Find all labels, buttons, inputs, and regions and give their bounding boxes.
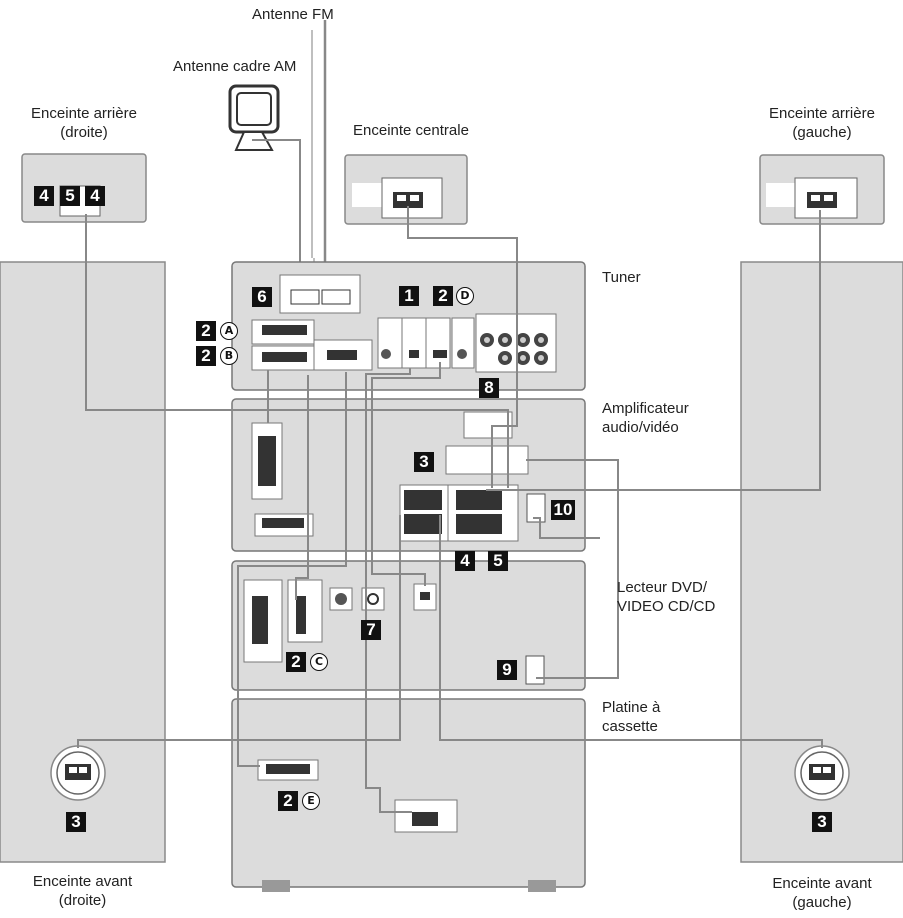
circle-a: A (220, 322, 238, 340)
label-rear-left-line2: (gauche) (792, 124, 852, 141)
circle-b: B (220, 347, 238, 365)
badge-tuner-6: 6 (252, 287, 272, 307)
badge-rear-right-4a: 4 (34, 186, 54, 206)
badge-amp-5: 5 (488, 551, 508, 571)
front-left-terminal (794, 745, 850, 801)
label-center: Enceinte centrale (353, 122, 469, 139)
circle-d: D (456, 287, 474, 305)
badge-amp-10: 10 (551, 500, 575, 520)
badge-front-left-3: 3 (812, 812, 832, 832)
circle-c: C (310, 653, 328, 671)
front-right-terminal (50, 745, 106, 801)
badge-rear-right-4b: 4 (85, 186, 105, 206)
label-amplifier: Amplificateur audio/vidéo (602, 399, 689, 437)
label-cassette-line1: Platine à (602, 699, 661, 716)
cables (77, 206, 823, 813)
cassette-unit (231, 698, 586, 888)
label-tuner: Tuner (602, 269, 641, 286)
badge-dvd-9: 9 (497, 660, 517, 680)
circle-e: E (302, 792, 320, 810)
badge-amp-4: 4 (455, 551, 475, 571)
label-front-left: Enceinte avant (gauche) (741, 874, 903, 912)
label-dvd-line1: Lecteur DVD/ (617, 579, 708, 596)
badge-amp-3: 3 (414, 452, 434, 472)
label-cassette: Platine à cassette (602, 698, 660, 736)
badge-tuner-2b: 2 (196, 346, 216, 366)
label-dvd-line2: VIDEO CD/CD (617, 598, 716, 615)
badge-amp-8: 8 (479, 378, 499, 398)
label-front-left-line2: (gauche) (792, 894, 852, 911)
label-amplifier-line1: Amplificateur (602, 400, 689, 417)
label-front-right-line1: Enceinte avant (32, 873, 133, 890)
badge-tuner-1: 1 (399, 286, 419, 306)
label-rear-right-line2: (droite) (60, 124, 108, 141)
label-antenna-am: Antenne cadre AM (173, 58, 297, 75)
label-antenna-fm: Antenne FM (252, 6, 334, 23)
label-amplifier-line2: audio/vidéo (602, 419, 679, 436)
label-cassette-line2: cassette (602, 718, 658, 735)
label-front-right: Enceinte avant (droite) (0, 872, 165, 910)
badge-tuner-2a: 2 (196, 321, 216, 341)
badge-tuner-2d: 2 (433, 286, 453, 306)
label-rear-right-line1: Enceinte arrière (31, 105, 137, 122)
label-rear-right: Enceinte arrière (droite) (22, 104, 146, 142)
badge-dvd-2c: 2 (286, 652, 306, 672)
label-rear-left: Enceinte arrière (gauche) (752, 104, 892, 142)
badge-cassette-2e: 2 (278, 791, 298, 811)
label-rear-left-line1: Enceinte arrière (769, 105, 875, 122)
label-front-left-line1: Enceinte avant (772, 875, 872, 892)
badge-front-right-3: 3 (66, 812, 86, 832)
badge-dvd-7: 7 (361, 620, 381, 640)
label-dvd: Lecteur DVD/ VIDEO CD/CD (617, 578, 715, 616)
label-front-right-line2: (droite) (58, 892, 107, 909)
badge-rear-right-5: 5 (60, 186, 80, 206)
